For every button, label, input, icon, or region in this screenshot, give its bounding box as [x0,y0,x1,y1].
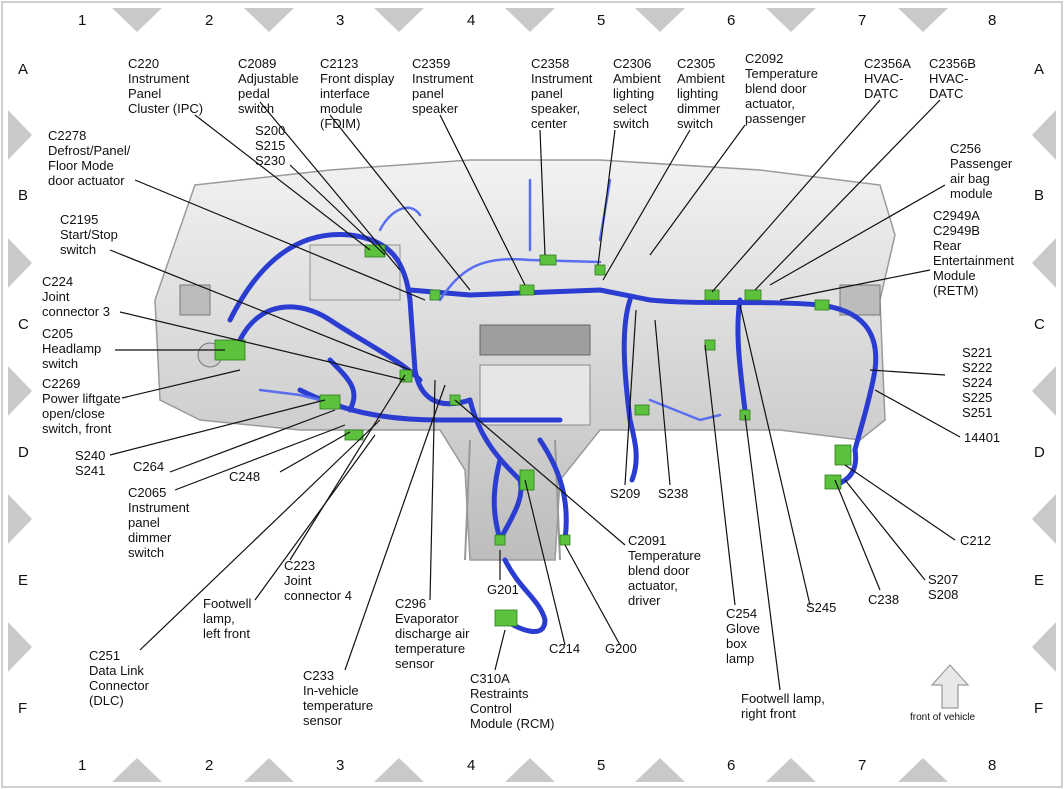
grid-row-e-right: E [1034,572,1044,589]
label-c264: C264 [133,459,164,474]
front-arrow-icon [930,664,970,709]
label-c248: C248 [229,469,260,484]
grid-rows-right: A B C D E F [1034,61,1045,717]
grid-col-4: 4 [467,12,475,29]
grid-row-e: E [18,572,28,589]
grid-col-5: 5 [597,12,605,29]
label-g201: G201 [487,582,519,597]
grid-columns-top: 1 2 3 4 5 6 7 8 [78,12,996,29]
instrument-panel [154,159,896,561]
grid-row-f: F [18,700,27,717]
grid-col-7: 7 [858,12,866,29]
grid-col-1-bottom: 1 [78,757,86,774]
grid-row-d-right: D [1034,444,1045,461]
label-footwell-rf: Footwell lamp,right front [741,691,825,721]
grid-markers [8,8,1056,782]
leader-lines [109,99,961,691]
label-14401: 14401 [964,430,1000,445]
label-c238: C238 [868,592,899,607]
grid-col-8: 8 [988,12,996,29]
grid-row-d: D [18,444,29,461]
grid-col-3-bottom: 3 [336,757,344,774]
front-of-vehicle-indicator: front of vehicle [910,664,975,723]
grid-row-a-right: A [1034,61,1044,78]
grid-row-a: A [18,61,28,78]
grid-row-c-right: C [1034,316,1045,333]
front-of-vehicle-label: front of vehicle [910,712,975,723]
grid-col-4-bottom: 4 [467,757,475,774]
grid-col-8-bottom: 8 [988,757,996,774]
grid-col-3: 3 [336,12,344,29]
grid-col-5-bottom: 5 [597,757,605,774]
label-g200: G200 [605,641,637,656]
grid-columns-bottom: 1 2 3 4 5 6 7 8 [78,757,996,774]
label-c214: C214 [549,641,580,656]
grid-col-2: 2 [205,12,213,29]
grid-col-6: 6 [727,12,735,29]
label-c212: C212 [960,533,991,548]
label-s209: S209 [610,486,640,501]
grid-col-7-bottom: 7 [858,757,866,774]
label-s238: S238 [658,486,688,501]
grid-row-b: B [18,187,28,204]
label-s245: S245 [806,600,836,615]
grid-row-b-right: B [1034,187,1044,204]
grid-col-1: 1 [78,12,86,29]
grid-row-f-right: F [1034,700,1043,717]
grid-col-6-bottom: 6 [727,757,735,774]
grid-col-2-bottom: 2 [205,757,213,774]
grid-rows-left: A B C D E F [18,61,29,717]
grid-row-c: C [18,316,29,333]
